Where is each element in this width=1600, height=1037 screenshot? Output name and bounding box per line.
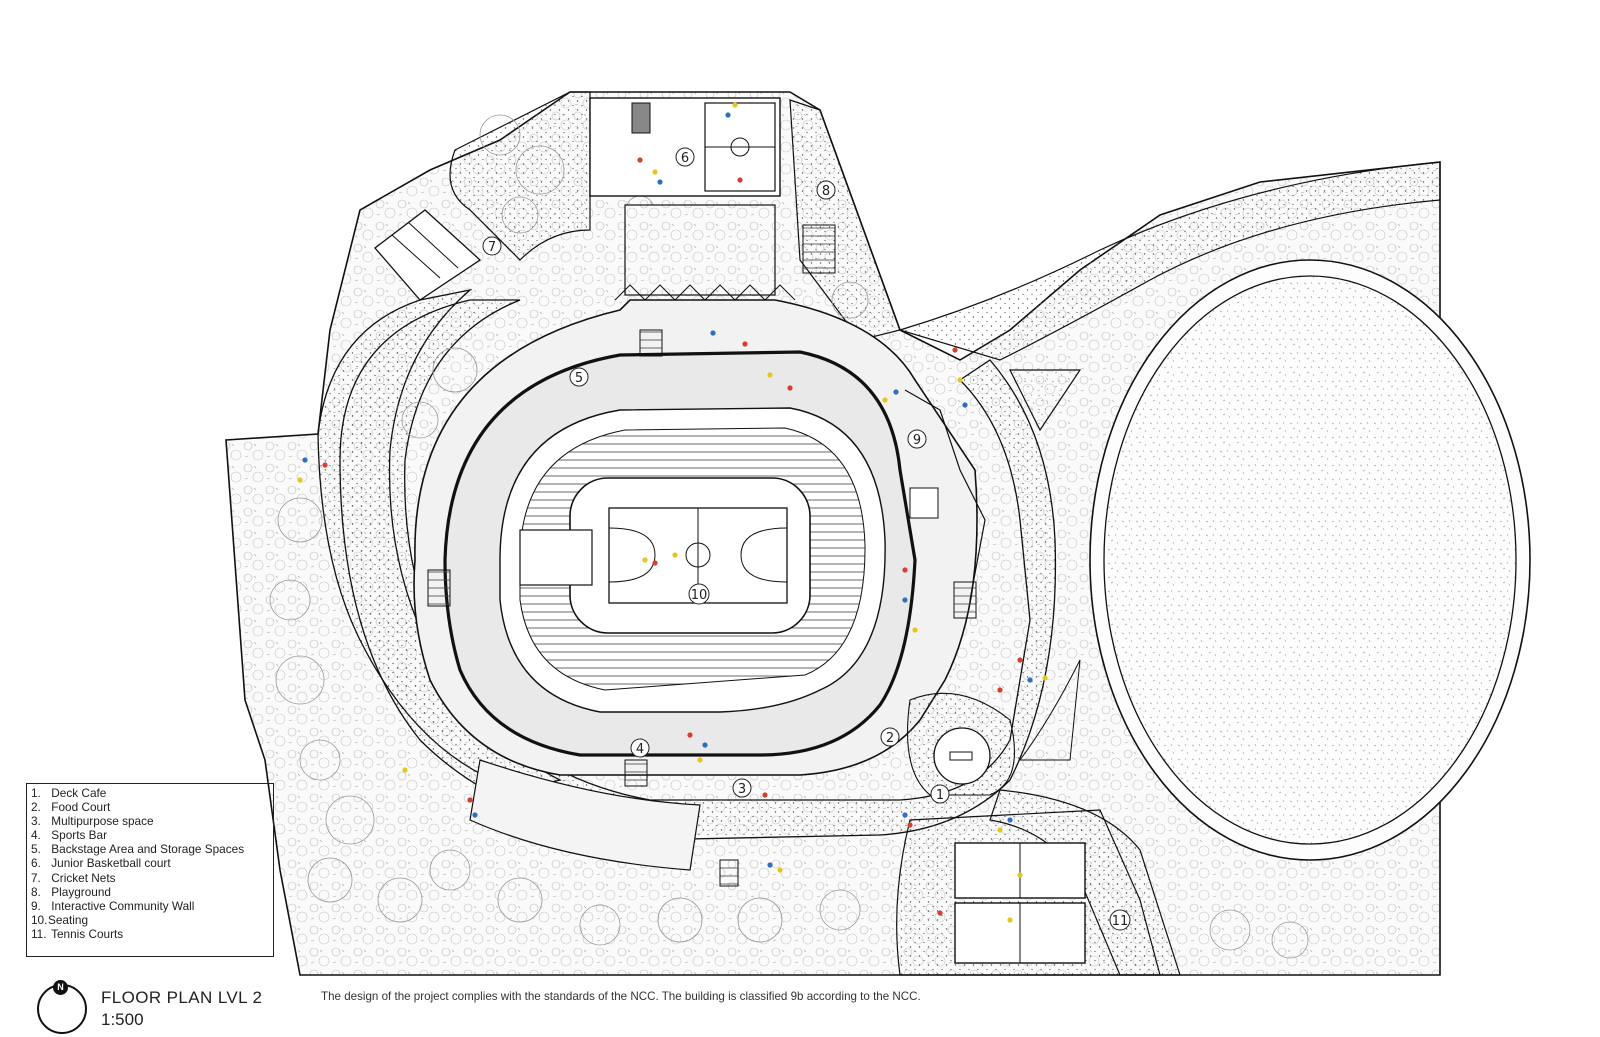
legend-box: 1. Deck Cafe 2. Food Court 3. Multipurpo… bbox=[26, 783, 274, 957]
zone-label-2: 2 bbox=[880, 727, 900, 747]
zone-label-8: 8 bbox=[816, 180, 836, 200]
zone-label-3: 3 bbox=[732, 778, 752, 798]
zone-labels: 1 2 3 4 5 6 7 8 9 10 11 bbox=[482, 147, 1131, 931]
zone-label-10: 10 bbox=[688, 583, 710, 605]
legend-item: 6. Junior Basketball court bbox=[31, 856, 171, 871]
junior-basketball-area bbox=[589, 97, 781, 296]
legend-item: 9. Interactive Community Wall bbox=[31, 898, 195, 913]
compliance-note: The design of the project complies with … bbox=[321, 990, 921, 1003]
svg-text:10: 10 bbox=[691, 588, 708, 603]
zone-label-5: 5 bbox=[569, 367, 589, 387]
zone-label-6: 6 bbox=[675, 147, 695, 167]
svg-text:6: 6 bbox=[681, 151, 689, 166]
people-dots bbox=[297, 102, 1048, 923]
cricket-nets bbox=[374, 209, 482, 301]
zone-label-4: 4 bbox=[630, 738, 650, 758]
stippled-path-north bbox=[449, 91, 591, 261]
community-wall bbox=[904, 389, 986, 601]
stadium bbox=[413, 284, 986, 787]
zone-label-7: 7 bbox=[482, 236, 502, 256]
zone-label-11: 11 bbox=[1109, 909, 1131, 931]
svg-text:1: 1 bbox=[936, 788, 944, 803]
svg-text:4: 4 bbox=[636, 742, 644, 757]
legend-item: 10.Seating bbox=[31, 912, 89, 927]
drawing-scale: 1:500 bbox=[101, 1010, 144, 1029]
zone-label-1: 1 bbox=[930, 784, 950, 804]
svg-text:7: 7 bbox=[488, 240, 496, 255]
svg-text:9: 9 bbox=[913, 433, 921, 448]
svg-text:8: 8 bbox=[822, 184, 830, 199]
drawing-title: FLOOR PLAN LVL 2 bbox=[101, 988, 263, 1007]
legend-item: 2. Food Court bbox=[31, 800, 111, 815]
stippled-path-east-arc bbox=[897, 161, 1441, 361]
legend-item: 3. Multipurpose space bbox=[31, 814, 154, 829]
zone-label-9: 9 bbox=[907, 429, 927, 449]
legend-item: 4. Sports Bar bbox=[31, 828, 108, 843]
playground-strip bbox=[802, 224, 836, 274]
svg-text:2: 2 bbox=[886, 731, 894, 746]
legend-item: 7. Cricket Nets bbox=[31, 870, 116, 885]
legend-item: 1. Deck Cafe bbox=[31, 786, 107, 800]
legend-item: 11. Tennis Courts bbox=[31, 926, 124, 941]
svg-text:3: 3 bbox=[738, 782, 746, 797]
svg-text:11: 11 bbox=[1112, 914, 1129, 929]
legend-item: 5. Backstage Area and Storage Spaces bbox=[31, 842, 245, 857]
stippled-path-south bbox=[469, 759, 701, 871]
tennis-courts bbox=[954, 842, 1086, 964]
north-arrow-icon: N bbox=[37, 980, 87, 1034]
north-badge: N bbox=[53, 980, 68, 995]
deck-cafe bbox=[906, 692, 1016, 796]
legend-item: 8. Playground bbox=[31, 884, 111, 899]
svg-text:5: 5 bbox=[575, 371, 583, 386]
